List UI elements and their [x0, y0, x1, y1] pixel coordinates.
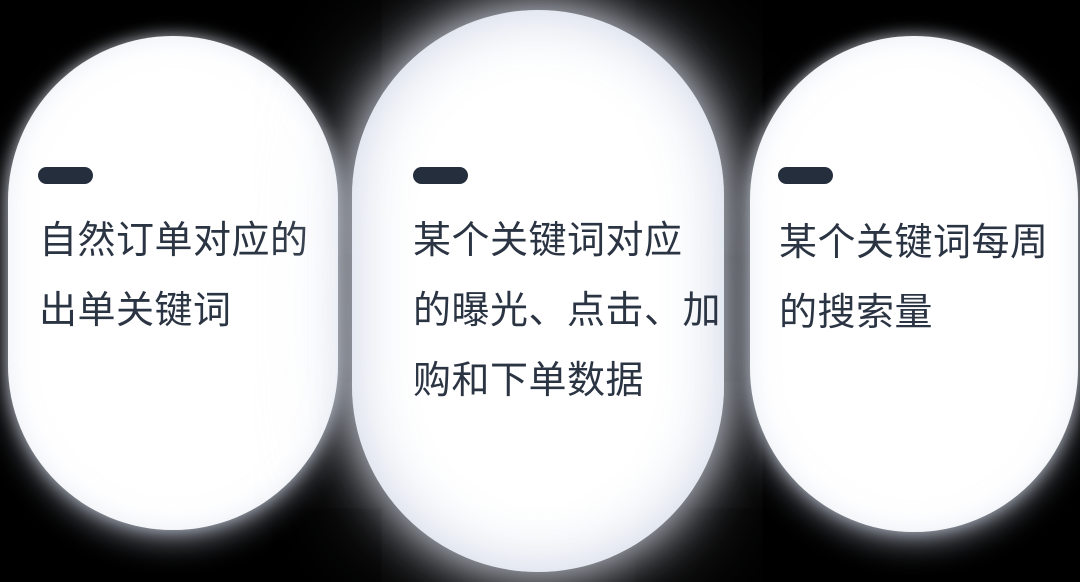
feature-card-keyword-weekly-search-volume: 某个关键词每周 的搜索量 [750, 36, 1078, 532]
text-line: 某个关键词每周 [779, 222, 1049, 264]
card-text: 某个关键词每周 的搜索量 [779, 208, 1049, 348]
text-line: 购和下单数据 [413, 360, 645, 402]
text-line: 自然订单对应的 [39, 220, 309, 262]
dash-icon [778, 167, 833, 184]
text-line: 出单关键词 [39, 290, 232, 332]
text-line: 的曝光、点击、加 [413, 290, 722, 332]
dash-icon [413, 167, 468, 184]
text-line: 的搜索量 [779, 292, 934, 334]
card-text: 某个关键词对应 的曝光、点击、加 购和下单数据 [413, 206, 721, 416]
text-line: 某个关键词对应 [413, 220, 683, 262]
dash-icon [38, 167, 93, 184]
card-text: 自然订单对应的 出单关键词 [39, 206, 309, 346]
feature-card-organic-order-keywords: 自然订单对应的 出单关键词 [8, 36, 338, 530]
feature-card-keyword-funnel-data: 某个关键词对应 的曝光、点击、加 购和下单数据 [352, 10, 724, 572]
